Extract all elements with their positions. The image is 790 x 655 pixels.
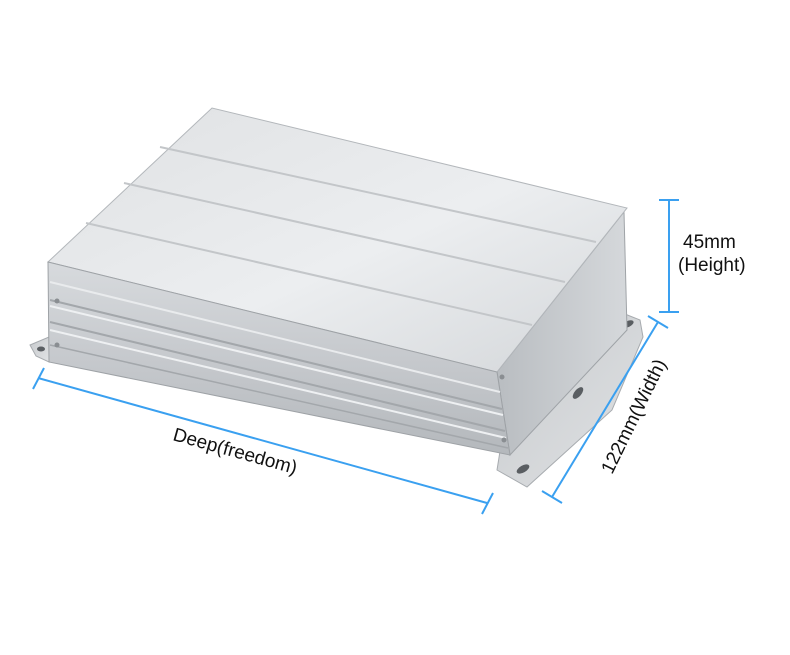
screw — [54, 298, 60, 304]
mounting-hole — [516, 464, 530, 474]
height-name-label: (Height) — [678, 255, 746, 276]
height-dimension: 45mm (Height) — [659, 199, 746, 313]
height-value-label: 45mm — [683, 232, 736, 253]
screw — [499, 374, 505, 380]
mounting-hole — [572, 387, 584, 399]
aluminum-enclosure — [29, 107, 644, 488]
screw — [501, 437, 507, 443]
mounting-hole — [37, 346, 45, 352]
screw — [54, 342, 60, 348]
